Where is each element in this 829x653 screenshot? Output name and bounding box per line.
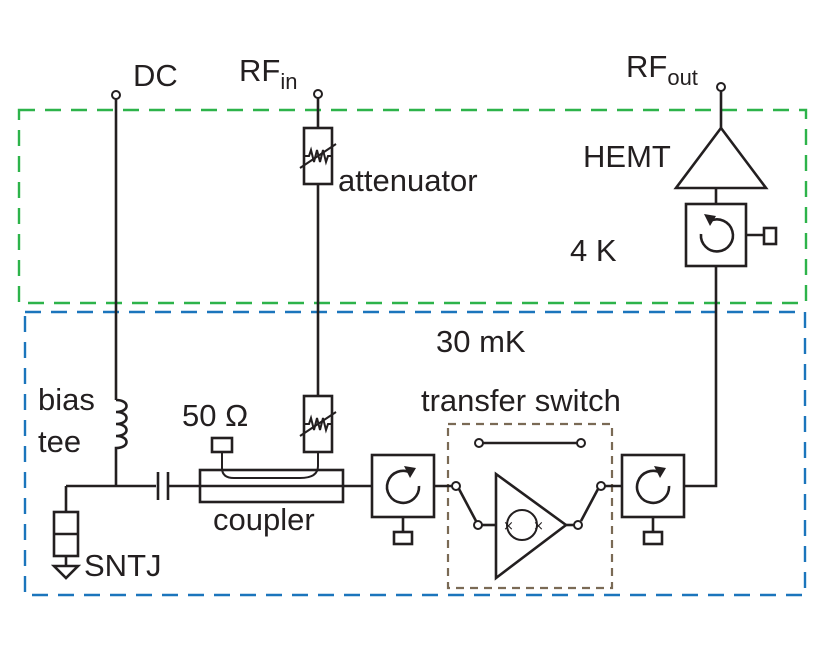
switch-contact-right — [573, 520, 583, 530]
coupler-line-left — [221, 450, 300, 479]
coupler-label: coupler — [213, 502, 315, 537]
isolator-icon — [684, 202, 748, 268]
fifty-ohm-label: 50 Ω — [182, 398, 248, 433]
amplifier-icon — [494, 471, 569, 581]
hemt-amplifier-icon — [673, 125, 769, 190]
transfer-switch-box — [446, 422, 614, 590]
circulator-2-arrowhead — [654, 466, 666, 478]
rf-out-terminal — [716, 82, 726, 92]
coupler-line-right — [299, 430, 319, 479]
switch-through-right — [576, 438, 586, 448]
transfer-switch-label: transfer switch — [421, 383, 621, 418]
rf-in-label: RFin — [239, 53, 297, 94]
rf-in-terminal — [313, 89, 323, 99]
switch-port-left — [451, 481, 461, 491]
isolator-termination-icon — [762, 226, 778, 246]
stage-30mk-box — [23, 310, 807, 597]
junction-icon-left: × — [503, 519, 514, 534]
circulator-2-icon — [620, 453, 686, 519]
switch-through-left — [474, 438, 484, 448]
circulator-2-arrow-icon — [635, 469, 671, 505]
circulator-icon — [370, 453, 436, 519]
attenuator-label: attenuator — [338, 163, 478, 198]
switch-port-right — [596, 481, 606, 491]
circulator-arrow-icon — [385, 469, 421, 505]
inductor-icon — [114, 398, 128, 486]
output-wire — [684, 266, 718, 488]
hemt-label: HEMT — [583, 139, 671, 174]
termination-50ohm-icon — [210, 436, 234, 454]
stage-4k-label: 4 K — [570, 233, 617, 268]
isolator-arrow-icon — [699, 218, 735, 253]
bias-label: bias — [38, 382, 95, 417]
circulator-arrowhead — [404, 466, 416, 478]
stage-30mk-label: 30 mK — [436, 324, 526, 359]
switch-contact-left — [473, 520, 483, 530]
dc-terminal — [111, 90, 121, 100]
dc-label: DC — [133, 58, 178, 93]
junction-icon-right: × — [533, 519, 544, 534]
switch-blade-right — [579, 488, 600, 522]
ground-icon — [50, 564, 82, 580]
amplifier-loop-icon — [506, 509, 538, 541]
circulator-2-termination-icon — [642, 530, 664, 546]
switch-blade-left — [457, 488, 478, 522]
stage-4k-box — [17, 108, 808, 305]
tee-label: tee — [38, 424, 81, 459]
attenuator-top-arrow — [299, 143, 337, 169]
sntj-label: SNTJ — [84, 548, 162, 583]
isolator-arrowhead — [704, 214, 716, 226]
rf-out-label: RFout — [626, 49, 698, 90]
attenuator-bottom-arrow — [299, 411, 337, 437]
circulator-termination-icon — [392, 530, 414, 546]
